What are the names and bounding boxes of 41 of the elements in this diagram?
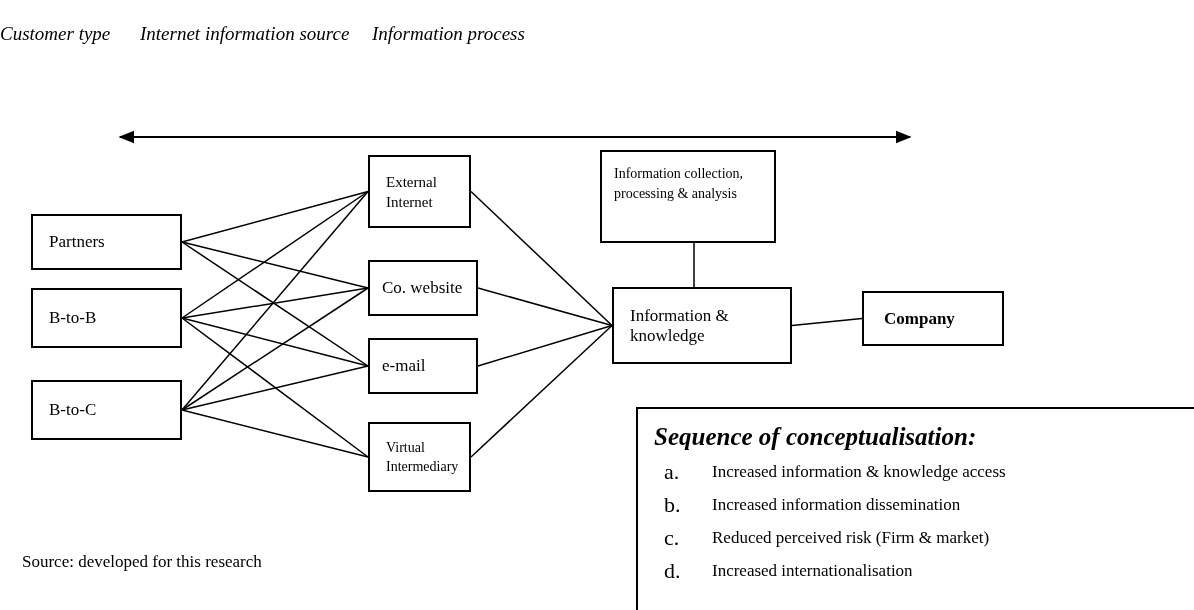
connector-line [181, 287, 369, 411]
customer-box: B-to-C [31, 380, 182, 440]
list-item: Increased information & knowledge access [712, 461, 1007, 483]
connector-line [181, 241, 369, 289]
connector-line [181, 365, 369, 411]
connector-line [181, 190, 369, 243]
connector-line [181, 190, 369, 319]
customer-box: Partners [31, 214, 182, 270]
column-heading: Information process [372, 22, 525, 46]
connector-line [470, 324, 613, 458]
company-box: Company [862, 291, 1004, 346]
list-item: Increased information dissemination [712, 494, 962, 516]
list-letter: b. [664, 491, 682, 519]
column-heading: Customer type [0, 22, 111, 46]
source-box: Co. website [368, 260, 478, 316]
sequence-panel [636, 407, 1194, 610]
connector-line [181, 409, 369, 458]
process-box: Information collection, processing & analysis [600, 150, 776, 243]
customer-box: B-to-B [31, 288, 182, 348]
connector-line [181, 190, 369, 411]
connector-line [181, 317, 369, 367]
list-item: Increased internationalisation [712, 560, 914, 582]
list-letter: d. [664, 557, 682, 585]
list-item: Reduced perceived risk (Firm & market) [712, 527, 991, 549]
connector-line [477, 324, 613, 367]
connector-line [477, 287, 613, 327]
source-box: e-mail [368, 338, 478, 394]
process-box: Information & knowledge [612, 287, 792, 364]
connector-line [470, 190, 613, 327]
source-note: Source: developed for this research [22, 551, 262, 573]
connector-line [181, 317, 369, 458]
list-letter: c. [664, 524, 681, 552]
source-box: Virtual Intermediary [368, 422, 471, 492]
list-letter: a. [664, 458, 681, 486]
connector-line [791, 317, 863, 327]
column-heading: Internet information source [140, 22, 350, 46]
source-box: External Internet [368, 155, 471, 228]
panel-heading: Sequence of conceptualisation: [654, 422, 978, 452]
connector-line [693, 242, 695, 288]
connector-line [181, 287, 369, 319]
connector-line [181, 241, 369, 367]
